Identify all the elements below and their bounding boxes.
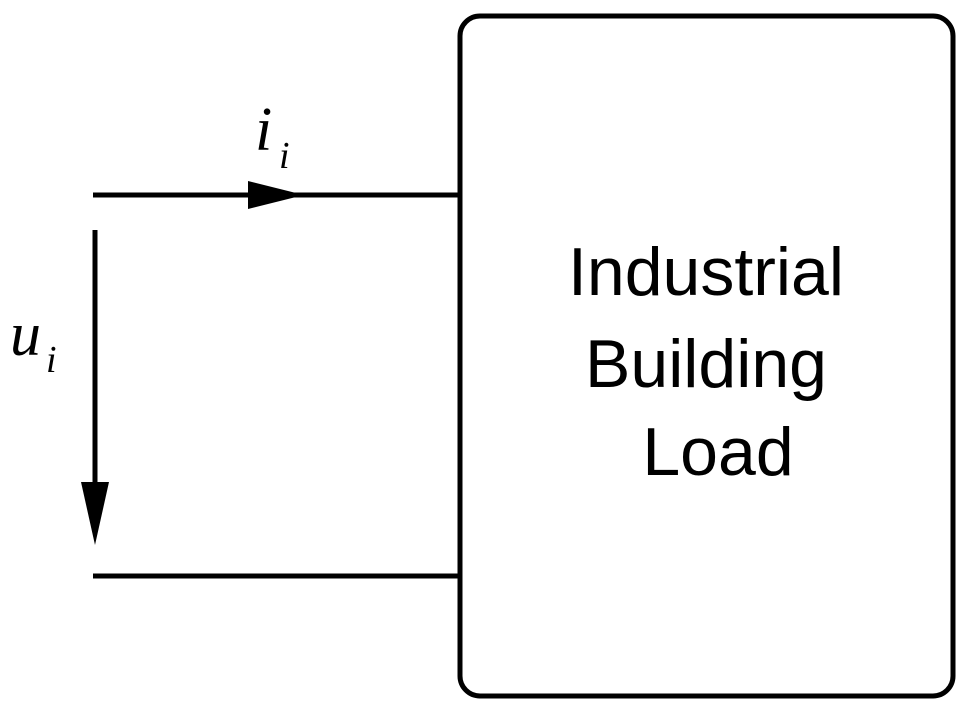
current-subscript: i <box>279 135 290 177</box>
load-box <box>457 13 956 699</box>
voltage-symbol: u <box>10 301 41 369</box>
current-arrow-head <box>248 181 304 209</box>
current-symbol: i <box>255 96 272 164</box>
voltage-arrow-head <box>81 482 109 545</box>
load-label-line-1: Industrial <box>568 234 844 310</box>
voltage-subscript: i <box>46 339 57 381</box>
load-label-line-2: Building <box>585 326 827 402</box>
load-label-line-3: Load <box>642 414 793 490</box>
